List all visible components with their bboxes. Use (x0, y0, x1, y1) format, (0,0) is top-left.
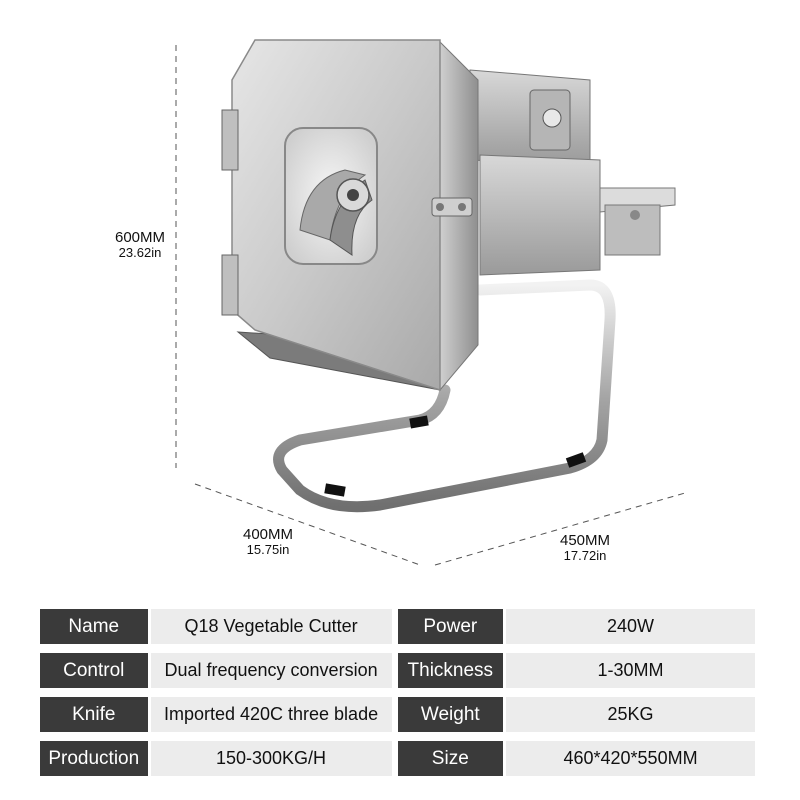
spec-label: Production (40, 741, 148, 776)
spec-label: Power (397, 609, 504, 644)
spec-value: Dual frequency conversion (150, 653, 392, 688)
width-in: 17.72in (563, 547, 607, 563)
rear-box (479, 154, 601, 276)
spec-row: Knife Imported 420C three blade Weight 2… (40, 697, 755, 732)
spec-value: 460*420*550MM (506, 741, 755, 776)
vegetable-cutter-image (175, 39, 686, 566)
product-illustration: 600MM 23.62in 400MM 15.75in 450MM 17.72i… (100, 39, 686, 566)
depth-guide-line (194, 483, 421, 566)
spec-value: Imported 420C three blade (150, 697, 392, 732)
width-dimension: 450MM 17.72in (545, 533, 625, 562)
spec-value: 240W (506, 609, 755, 644)
spec-row: Control Dual frequency conversion Thickn… (40, 653, 755, 688)
depth-in: 15.75in (246, 541, 290, 557)
spec-value: 25KG (506, 697, 755, 732)
hinge-bottom (221, 254, 239, 316)
spec-table: Name Q18 Vegetable Cutter Power 240W Con… (40, 609, 755, 785)
spec-value: Q18 Vegetable Cutter (150, 609, 392, 644)
spec-label: Thickness (397, 653, 504, 688)
spec-label: Control (40, 653, 148, 688)
spec-label: Size (397, 741, 504, 776)
spec-label: Name (40, 609, 148, 644)
hinge-top (221, 109, 239, 171)
spec-row: Name Q18 Vegetable Cutter Power 240W (40, 609, 755, 644)
spec-label: Weight (397, 697, 504, 732)
depth-dimension: 400MM 15.75in (228, 527, 308, 556)
spec-value: 150-300KG/H (150, 741, 392, 776)
depth-mm: 400MM (242, 526, 294, 543)
spec-row: Production 150-300KG/H Size 460*420*550M… (40, 741, 755, 776)
spec-label: Knife (40, 697, 148, 732)
height-mm: 600MM (114, 229, 166, 246)
spec-value: 1-30MM (506, 653, 755, 688)
door-latch (431, 197, 473, 217)
height-in: 23.62in (118, 244, 162, 260)
height-dimension: 600MM 23.62in (100, 230, 180, 259)
width-mm: 450MM (559, 532, 611, 549)
